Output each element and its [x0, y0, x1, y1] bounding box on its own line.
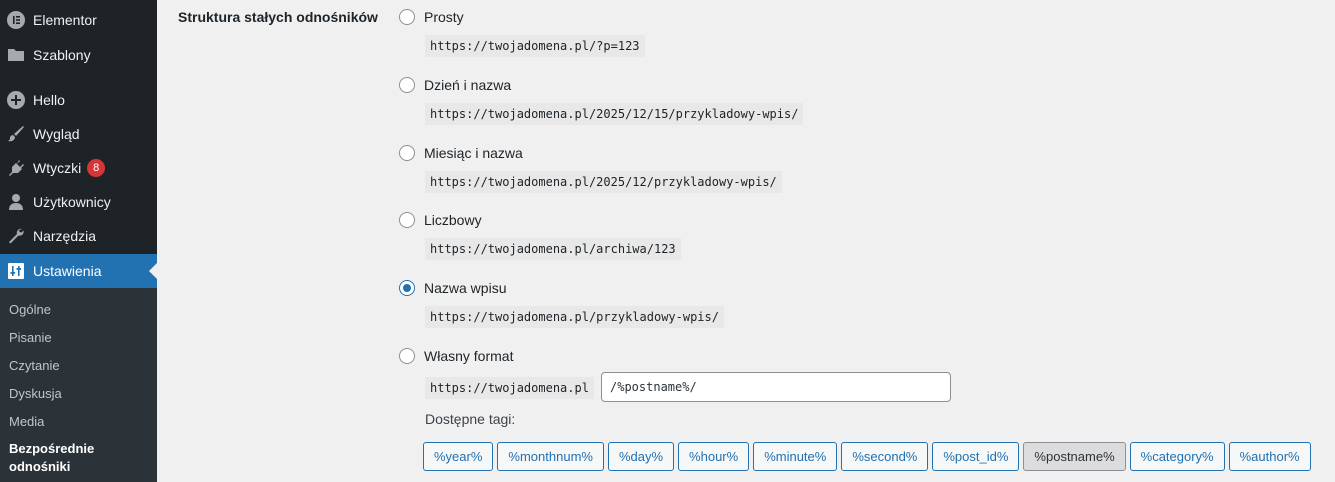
- tag-monthnum-button[interactable]: %monthnum%: [497, 442, 604, 471]
- tag-minute-button[interactable]: %minute%: [753, 442, 838, 471]
- menu-label: Ustawienia: [33, 263, 102, 279]
- radio-liczbowy[interactable]: [399, 212, 415, 228]
- tag-category-button[interactable]: %category%: [1129, 442, 1225, 471]
- option-dzien-i-nazwa: Dzień i nazwa https://twojadomena.pl/202…: [399, 76, 804, 125]
- option-liczbowy: Liczbowy https://twojadomena.pl/archiwa/…: [399, 211, 681, 260]
- radio-liczbowy-label[interactable]: Liczbowy: [399, 211, 482, 229]
- paintbrush-icon: [6, 124, 26, 144]
- radio-nazwa-wpisu-label[interactable]: Nazwa wpisu: [399, 279, 506, 297]
- tag-day-button[interactable]: %day%: [607, 442, 675, 471]
- permalink-structure-label: Struktura stałych odnośników: [178, 9, 378, 25]
- example-url: https://twojadomena.pl/przykladowy-wpis/: [425, 306, 724, 328]
- radio-prosty-label[interactable]: Prosty: [399, 8, 464, 26]
- radio-dzien-i-nazwa[interactable]: [399, 77, 415, 93]
- menu-item-ustawienia[interactable]: Ustawienia: [0, 254, 157, 288]
- menu-label: Narzędzia: [33, 228, 97, 244]
- menu-item-narzedzia[interactable]: Narzędzia: [0, 219, 157, 253]
- radio-prosty[interactable]: [399, 9, 415, 25]
- admin-sidebar: Elementor Szablony Hello Wygląd Wtyczki …: [0, 0, 157, 482]
- wrench-icon: [6, 226, 26, 246]
- menu-item-elementor[interactable]: Elementor: [0, 3, 157, 37]
- submenu-item-dyskusja[interactable]: Dyskusja: [9, 386, 62, 401]
- tag-year-button[interactable]: %year%: [423, 442, 494, 471]
- settings-submenu: Ogólne Pisanie Czytanie Dyskusja Media B…: [0, 288, 157, 482]
- available-tags-label: Dostępne tagi:: [425, 411, 516, 427]
- custom-structure-input[interactable]: [601, 372, 951, 402]
- radio-wlasny-format-label[interactable]: Własny format: [399, 347, 513, 365]
- tag-second-button[interactable]: %second%: [841, 442, 929, 471]
- menu-item-szablony[interactable]: Szablony: [0, 38, 157, 72]
- radio-miesiac-i-nazwa-label[interactable]: Miesiąc i nazwa: [399, 144, 523, 162]
- menu-label: Elementor: [33, 12, 97, 28]
- tag-post-id-button[interactable]: %post_id%: [932, 442, 1020, 471]
- radio-miesiac-i-nazwa[interactable]: [399, 145, 415, 161]
- submenu-item-ogolne[interactable]: Ogólne: [9, 302, 51, 317]
- permalink-settings: Struktura stałych odnośników Prosty http…: [157, 0, 1335, 482]
- option-label: Nazwa wpisu: [424, 280, 507, 296]
- option-label: Własny format: [424, 348, 514, 364]
- radio-wlasny-format[interactable]: [399, 348, 415, 364]
- option-label: Dzień i nazwa: [424, 77, 512, 93]
- tag-postname-button[interactable]: %postname%: [1023, 442, 1126, 471]
- option-nazwa-wpisu: Nazwa wpisu https://twojadomena.pl/przyk…: [399, 279, 724, 328]
- menu-label: Użytkownicy: [33, 194, 111, 210]
- folder-icon: [6, 45, 26, 65]
- menu-label: Szablony: [33, 47, 91, 63]
- radio-nazwa-wpisu[interactable]: [399, 280, 415, 296]
- example-url: https://twojadomena.pl/archiwa/123: [425, 238, 681, 260]
- settings-icon: [6, 261, 26, 281]
- plugin-icon: [6, 158, 26, 178]
- plus-circle-icon: [6, 90, 26, 110]
- submenu-item-pisanie[interactable]: Pisanie: [9, 330, 52, 345]
- submenu-item-czytanie[interactable]: Czytanie: [9, 358, 60, 373]
- option-label: Miesiąc i nazwa: [424, 145, 523, 161]
- submenu-item-bezposrednie-odnosniki[interactable]: Bezpośrednie odnośniki: [9, 441, 95, 474]
- tag-hour-button[interactable]: %hour%: [678, 442, 750, 471]
- option-miesiac-i-nazwa: Miesiąc i nazwa https://twojadomena.pl/2…: [399, 144, 782, 193]
- option-prosty: Prosty https://twojadomena.pl/?p=123: [399, 8, 645, 57]
- available-tags: %year% %monthnum% %day% %hour% %minute% …: [423, 442, 1311, 471]
- user-icon: [6, 192, 26, 212]
- menu-item-hello[interactable]: Hello: [0, 83, 157, 117]
- menu-label: Wygląd: [33, 126, 80, 142]
- elementor-icon: [6, 10, 26, 30]
- option-wlasny-format: Własny format https://twojadomena.pl: [399, 347, 594, 399]
- radio-dzien-i-nazwa-label[interactable]: Dzień i nazwa: [399, 76, 511, 94]
- example-url: https://twojadomena.pl/2025/12/15/przykl…: [425, 103, 804, 125]
- submenu-item-media[interactable]: Media: [9, 414, 45, 429]
- menu-label: Wtyczki: [33, 160, 82, 176]
- menu-label: Hello: [33, 92, 65, 108]
- menu-item-wyglad[interactable]: Wygląd: [0, 117, 157, 151]
- custom-base-url: https://twojadomena.pl: [425, 377, 594, 399]
- example-url: https://twojadomena.pl/2025/12/przyklado…: [425, 171, 782, 193]
- option-label: Prosty: [424, 9, 464, 25]
- example-url: https://twojadomena.pl/?p=123: [425, 35, 645, 57]
- menu-item-uzytkownicy[interactable]: Użytkownicy: [0, 185, 157, 219]
- menu-item-wtyczki[interactable]: Wtyczki 8: [0, 151, 157, 185]
- tag-author-button[interactable]: %author%: [1228, 442, 1311, 471]
- option-label: Liczbowy: [424, 212, 482, 228]
- update-count-badge: 8: [87, 159, 106, 177]
